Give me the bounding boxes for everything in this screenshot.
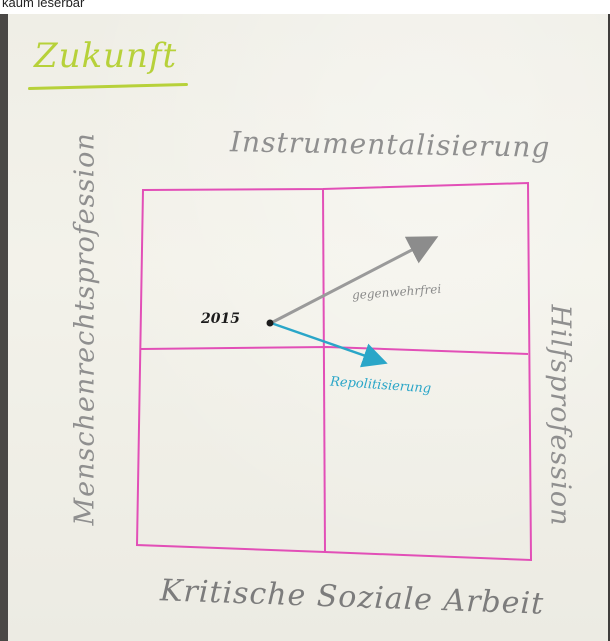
- origin-dot: [266, 319, 274, 327]
- grid-vertical: [322, 188, 326, 553]
- grid-outline: [135, 181, 533, 562]
- caption-strip: kaum leserbar: [0, 0, 610, 14]
- caption-fragment: kaum leserbar: [2, 0, 85, 10]
- quadrant-grid: [135, 181, 533, 562]
- gray-arrow: [270, 236, 439, 325]
- flipchart-paper: [8, 14, 608, 641]
- blue-arrow: [270, 321, 388, 368]
- year-label: 2015: [201, 311, 240, 327]
- grid-horizontal: [140, 345, 529, 355]
- title: Zukunft: [34, 36, 178, 76]
- paper-light: [8, 14, 608, 641]
